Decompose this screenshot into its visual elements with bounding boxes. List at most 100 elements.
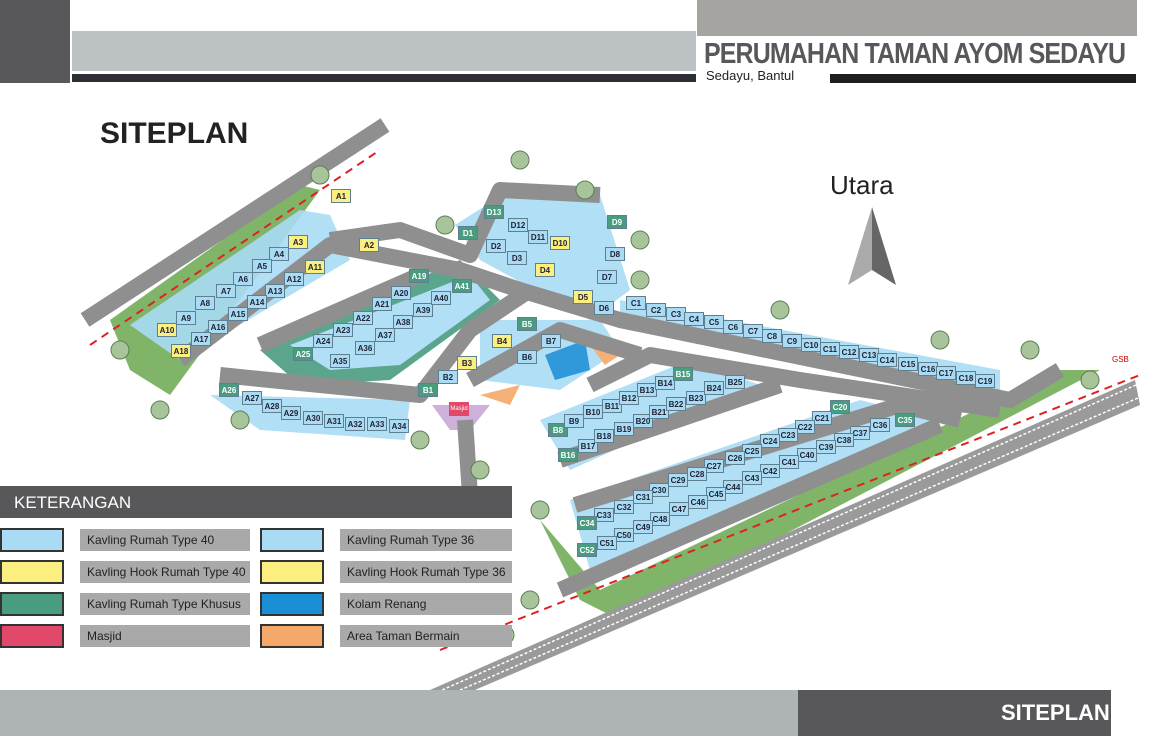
lot-a24: A24 bbox=[313, 334, 333, 348]
lot-a25: A25 bbox=[293, 347, 313, 361]
legend-swatch bbox=[0, 592, 64, 616]
tree-icon bbox=[770, 300, 790, 320]
lot-b3: B3 bbox=[457, 356, 477, 370]
subtitle-line bbox=[830, 74, 1136, 83]
lot-a28: A28 bbox=[262, 399, 282, 413]
lot-c52: C52 bbox=[577, 543, 597, 557]
lot-c22: C22 bbox=[795, 420, 815, 434]
lot-a39: A39 bbox=[413, 303, 433, 317]
lot-c44: C44 bbox=[723, 480, 743, 494]
legend-swatch bbox=[0, 624, 64, 648]
lot-b25: B25 bbox=[725, 375, 745, 389]
gsb-setback-lines bbox=[89, 149, 1141, 651]
tree-icon bbox=[530, 500, 550, 520]
lot-d3: D3 bbox=[507, 251, 527, 265]
header-dark-line bbox=[72, 74, 696, 82]
legend-label: Kavling Rumah Type Khusus bbox=[80, 593, 250, 615]
tree-icon bbox=[410, 430, 430, 450]
legend-label: Masjid bbox=[80, 625, 250, 647]
lot-c4: C4 bbox=[684, 312, 704, 326]
lot-c48: C48 bbox=[650, 512, 670, 526]
lot-b23: B23 bbox=[686, 391, 706, 405]
lot-d11: D11 bbox=[528, 230, 548, 244]
lot-a16: A16 bbox=[208, 320, 228, 334]
lot-c8: C8 bbox=[762, 329, 782, 343]
lot-d2: D2 bbox=[486, 239, 506, 253]
legend-swatch bbox=[260, 528, 324, 552]
lot-b18: B18 bbox=[594, 429, 614, 443]
lot-d13: D13 bbox=[484, 205, 504, 219]
lot-a37: A37 bbox=[375, 328, 395, 342]
railway bbox=[430, 380, 1140, 705]
lot-a29: A29 bbox=[281, 406, 301, 420]
roads bbox=[80, 118, 1065, 598]
legend-swatch bbox=[0, 528, 64, 552]
lot-c2: C2 bbox=[646, 303, 666, 317]
legend-swatch bbox=[260, 560, 324, 584]
footer-band bbox=[0, 690, 798, 736]
tree-icon bbox=[575, 180, 595, 200]
lot-c35: C35 bbox=[895, 413, 915, 427]
legend-swatch bbox=[0, 560, 64, 584]
lot-d1: D1 bbox=[458, 226, 478, 240]
lot-c29: C29 bbox=[668, 473, 688, 487]
lot-d6: D6 bbox=[594, 301, 614, 315]
lot-a36: A36 bbox=[355, 341, 375, 355]
lot-b20: B20 bbox=[633, 414, 653, 428]
lot-b5: B5 bbox=[517, 317, 537, 331]
lot-d9: D9 bbox=[607, 215, 627, 229]
lot-c19: C19 bbox=[975, 374, 995, 388]
lot-a2: A2 bbox=[359, 238, 379, 252]
lot-c36: C36 bbox=[870, 418, 890, 432]
lot-a32: A32 bbox=[345, 417, 365, 431]
lot-b12: B12 bbox=[619, 391, 639, 405]
lot-c45: C45 bbox=[706, 487, 726, 501]
tree-icon bbox=[110, 340, 130, 360]
tree-icon bbox=[1020, 340, 1040, 360]
lot-b9: B9 bbox=[564, 414, 584, 428]
lot-a6: A6 bbox=[233, 272, 253, 286]
legend-label: Area Taman Bermain bbox=[340, 625, 512, 647]
lot-b8: B8 bbox=[548, 423, 568, 437]
lot-a17: A17 bbox=[191, 332, 211, 346]
lot-b19: B19 bbox=[614, 422, 634, 436]
lot-a34: A34 bbox=[389, 419, 409, 433]
lot-b16: B16 bbox=[558, 448, 578, 462]
lot-d10: D10 bbox=[550, 236, 570, 250]
lot-a13: A13 bbox=[265, 284, 285, 298]
lot-a38: A38 bbox=[393, 315, 413, 329]
lot-c18: C18 bbox=[956, 371, 976, 385]
siteplan-heading: SITEPLAN bbox=[100, 117, 249, 150]
lot-c23: C23 bbox=[778, 428, 798, 442]
lot-b10: B10 bbox=[583, 405, 603, 419]
lot-c43: C43 bbox=[742, 471, 762, 485]
lot-b14: B14 bbox=[655, 376, 675, 390]
legend-label: Kavling Hook Rumah Type 40 bbox=[80, 561, 250, 583]
lot-c9: C9 bbox=[782, 334, 802, 348]
lot-b7: B7 bbox=[541, 334, 561, 348]
lot-a23: A23 bbox=[333, 323, 353, 337]
lot-d12: D12 bbox=[508, 218, 528, 232]
lot-c34: C34 bbox=[577, 516, 597, 530]
lot-c13: C13 bbox=[859, 348, 879, 362]
lot-a18: A18 bbox=[171, 344, 191, 358]
lot-a1: A1 bbox=[331, 189, 351, 203]
lot-c10: C10 bbox=[801, 338, 821, 352]
lot-a20: A20 bbox=[391, 286, 411, 300]
legend-label: Kavling Rumah Type 40 bbox=[80, 529, 250, 551]
gsb-label: GSB bbox=[1112, 355, 1129, 364]
tree-icon bbox=[230, 410, 250, 430]
lot-c20: C20 bbox=[830, 400, 850, 414]
header-dark-block bbox=[0, 0, 70, 83]
lot-c5: C5 bbox=[704, 315, 724, 329]
lot-b24: B24 bbox=[704, 381, 724, 395]
lot-a26: A26 bbox=[219, 383, 239, 397]
lot-c40: C40 bbox=[797, 448, 817, 462]
footer-siteplan-label: SITEPLAN bbox=[798, 690, 1111, 736]
lot-c3: C3 bbox=[666, 307, 686, 321]
lot-a19: A19 bbox=[409, 269, 429, 283]
legend-label: Kavling Rumah Type 36 bbox=[340, 529, 512, 551]
lot-a22: A22 bbox=[353, 311, 373, 325]
lot-c16: C16 bbox=[918, 362, 938, 376]
